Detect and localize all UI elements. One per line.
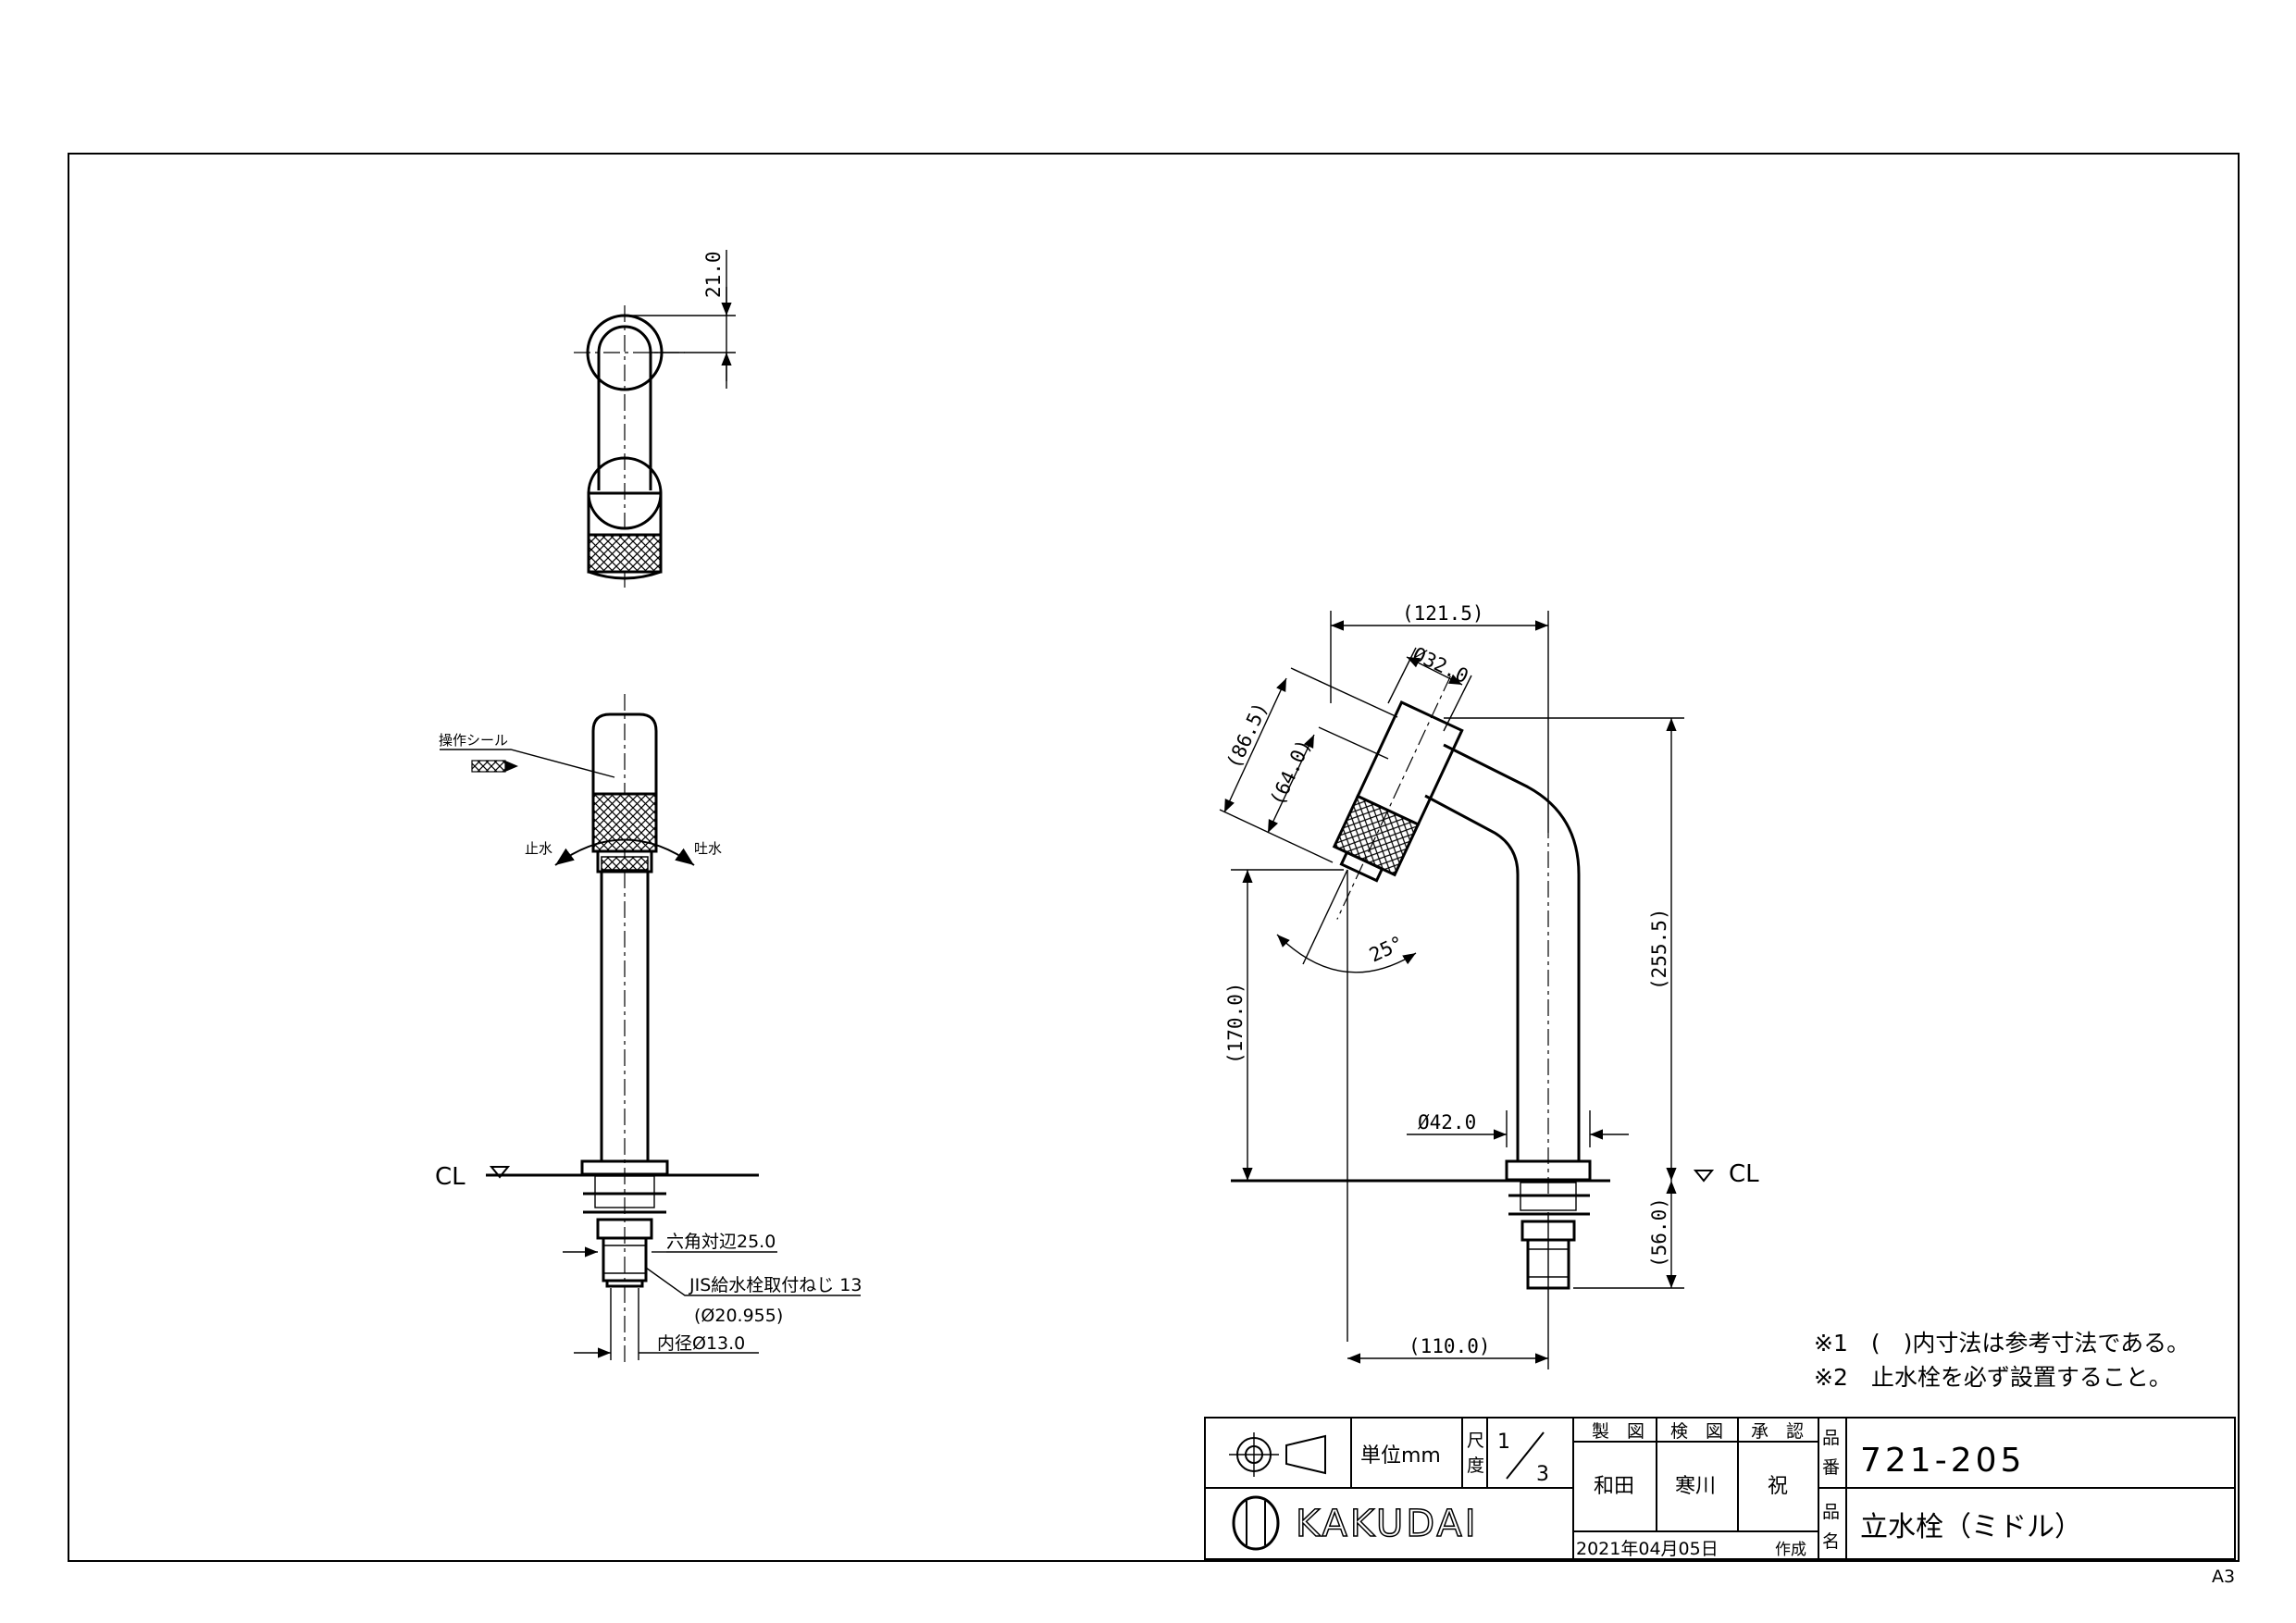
dim-total-height: (255.5) <box>1648 908 1670 990</box>
dim-top-width: 21.0 <box>702 251 725 298</box>
sheet-size: A3 <box>2212 1567 2235 1587</box>
dim-head-dia: Ø32.0 <box>1409 643 1471 688</box>
top-view: 21.0 <box>574 250 736 588</box>
front-cl-label: CL <box>435 1163 465 1191</box>
flow-label: 吐水 <box>694 840 722 857</box>
hdr-approved: 承 認 <box>1751 1421 1804 1442</box>
company-logo-icon <box>1232 1495 1280 1551</box>
hdr-checked: 検 図 <box>1670 1421 1723 1442</box>
side-view: CL (121.5) Ø32.0 <box>1219 602 1759 1369</box>
part-name: 立水栓（ミドル） <box>1860 1511 2082 1543</box>
scale-label-1: 尺 <box>1467 1431 1484 1451</box>
thread-dia-label: (Ø20.955) <box>694 1306 783 1326</box>
scale-numerator: 1 <box>1497 1431 1510 1454</box>
inner-dia-label: 内径Ø13.0 <box>657 1333 745 1354</box>
part-name-label-2: 名 <box>1822 1531 1840 1552</box>
side-cl-label: CL <box>1729 1160 1759 1188</box>
title-block: 単位mm 尺 度 1 3 製 図 検 図 承 認 和田 寒川 祝 品 番 721… <box>1204 1417 2236 1560</box>
stop-label: 止水 <box>525 840 552 857</box>
front-view: CL 操作シール 止水 吐水 六角対辺25.0 JIS給水栓取付ねじ 13 (Ø… <box>435 694 862 1365</box>
date: 2021年04月05日 <box>1576 1539 1719 1559</box>
scale-label-2: 度 <box>1467 1456 1484 1476</box>
note-2: ※2 止水栓を必ず設置すること。 <box>1814 1364 2172 1391</box>
dim-640: (64.0) <box>1266 736 1316 809</box>
sticker-label: 操作シール <box>439 732 508 749</box>
note-1: ※1 ( )内寸法は参考寸法である。 <box>1814 1330 2190 1357</box>
checked-by: 寒川 <box>1675 1475 1716 1498</box>
dim-outlet-height: (170.0) <box>1224 982 1247 1064</box>
hex-label: 六角対辺25.0 <box>666 1232 776 1252</box>
dim-below-height: (56.0) <box>1648 1197 1670 1268</box>
sticker-icon <box>471 760 506 773</box>
part-no-label-2: 番 <box>1822 1457 1840 1478</box>
part-number: 721-205 <box>1860 1442 2025 1480</box>
hdr-drawn: 製 図 <box>1592 1421 1644 1442</box>
drawn-by: 和田 <box>1594 1475 1634 1498</box>
sheet-border <box>68 153 2240 1562</box>
part-name-label-1: 品 <box>1822 1502 1840 1522</box>
rotation-arrow-icon <box>554 838 695 866</box>
dim-865: (86.5) <box>1222 699 1272 772</box>
dim-top-width-side: (121.5) <box>1402 602 1484 625</box>
company-name: KAKUDAI <box>1296 1503 1479 1545</box>
projection-symbol-icon <box>1229 1432 1326 1477</box>
dim-reach: (110.0) <box>1409 1335 1491 1357</box>
unit-label: 単位mm <box>1360 1444 1441 1468</box>
date-suffix: 作成 <box>1775 1541 1806 1559</box>
part-no-label-1: 品 <box>1822 1428 1840 1448</box>
approved-by: 祝 <box>1768 1475 1788 1498</box>
dim-pipe-dia: Ø42.0 <box>1418 1111 1476 1134</box>
scale-denominator: 3 <box>1536 1463 1549 1486</box>
thread-label: JIS給水栓取付ねじ 13 <box>689 1275 862 1295</box>
